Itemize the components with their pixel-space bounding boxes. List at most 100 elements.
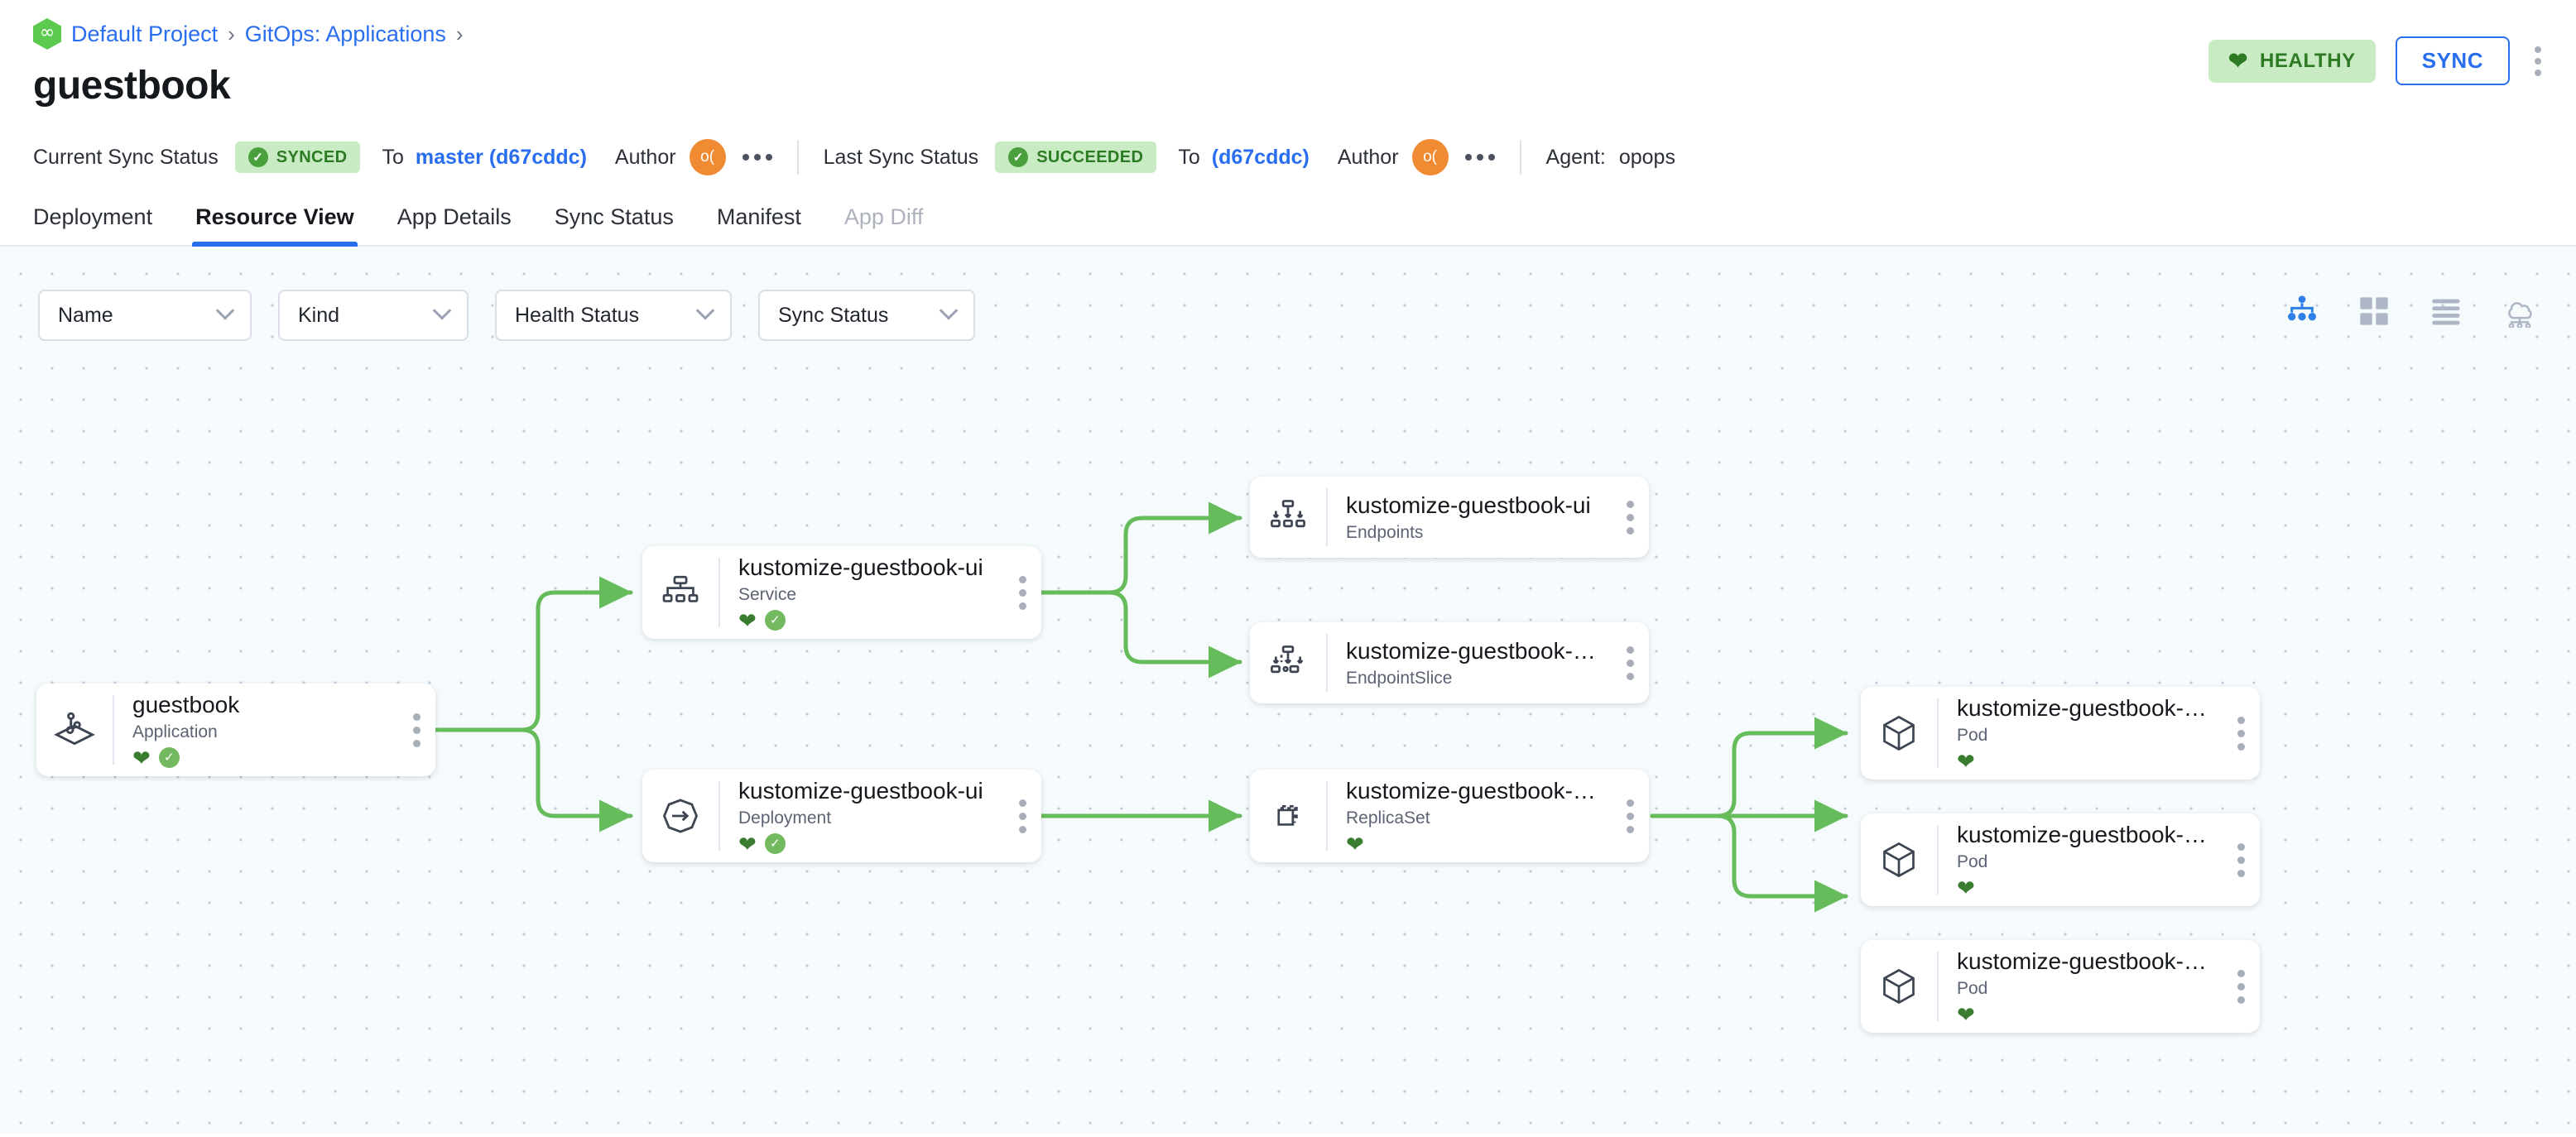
filter-sync-status-select[interactable]: Sync Status xyxy=(758,290,975,341)
check-circle-icon: ✓ xyxy=(248,147,268,167)
breadcrumb-item-default-project[interactable]: Default Project xyxy=(71,21,219,46)
tab-resource-view[interactable]: Resource View xyxy=(174,204,376,247)
page-header: ∞ Default Project › GitOps: Applications… xyxy=(0,0,2576,129)
resource-graph-canvas[interactable]: Name Kind Health Status Sync Status xyxy=(0,247,2576,1134)
check-circle-icon: ✓ xyxy=(158,747,180,769)
graph-node-application[interactable]: guestbook Application ❤ ✓ xyxy=(36,684,435,776)
health-badge-label: HEALTHY xyxy=(2259,49,2356,72)
node-kind: Pod xyxy=(1957,978,1988,998)
pod-icon xyxy=(1861,712,1937,754)
node-divider xyxy=(718,558,720,627)
node-kebab-icon[interactable] xyxy=(1003,575,1041,610)
tree-view-icon[interactable] xyxy=(2285,295,2319,328)
chevron-down-icon xyxy=(695,301,715,320)
replicaset-icon xyxy=(1250,795,1326,837)
last-author-label: Author xyxy=(1337,145,1399,169)
node-divider xyxy=(1326,634,1328,692)
view-mode-toolbar xyxy=(2285,295,2538,328)
graph-node-pod-3[interactable]: kustomize-guestbook-ui-... Pod ❤ xyxy=(1861,940,2260,1033)
agent-label: Agent: xyxy=(1545,145,1606,169)
tab-app-diff: App Diff xyxy=(843,204,924,229)
status-divider-2 xyxy=(1519,140,1521,175)
node-title: kustomize-guestbook-ui xyxy=(738,778,983,804)
graph-node-replicaset[interactable]: kustomize-guestbook-ui-... ReplicaSet ❤ xyxy=(1250,770,1649,862)
node-divider xyxy=(113,695,114,765)
node-kind: Pod xyxy=(1957,725,1988,745)
last-to-label: To xyxy=(1178,145,1200,169)
graph-node-pod-1[interactable]: kustomize-guestbook-ui-... Pod ❤ xyxy=(1861,687,2260,780)
heart-icon: ❤ xyxy=(1957,1001,1975,1025)
breadcrumb-item-gitops-applications[interactable]: GitOps: Applications xyxy=(244,21,446,46)
node-kind: Endpoints xyxy=(1346,522,1424,542)
kebab-vertical-icon[interactable] xyxy=(2530,41,2546,81)
graph-node-pod-2[interactable]: kustomize-guestbook-ui-... Pod ❤ xyxy=(1861,813,2260,906)
header-actions: ❤ HEALTHY SYNC xyxy=(2208,36,2546,85)
page-title: guestbook xyxy=(33,64,231,108)
breadcrumb-separator-2: › xyxy=(455,21,464,46)
status-divider-1 xyxy=(796,140,799,175)
current-sync-status-pill[interactable]: ✓ SYNCED xyxy=(234,142,361,173)
application-icon xyxy=(36,708,113,752)
node-kebab-icon[interactable] xyxy=(2222,842,2260,877)
current-to-label: To xyxy=(382,145,404,169)
node-badges: ❤ ✓ xyxy=(738,833,995,855)
node-title: guestbook xyxy=(132,692,240,718)
node-divider xyxy=(1937,825,1939,895)
last-author-avatar[interactable]: o( xyxy=(1411,139,1449,175)
heart-icon: ❤ xyxy=(738,831,757,855)
last-sync-status-pill[interactable]: ✓ SUCCEEDED xyxy=(995,142,1157,173)
tab-sync-status[interactable]: Sync Status xyxy=(554,204,674,229)
graph-edges xyxy=(432,501,1848,913)
status-badge-healthy[interactable]: ❤ HEALTHY xyxy=(2208,39,2376,83)
node-kind: Service xyxy=(738,584,797,604)
node-badges: ❤ xyxy=(1957,1004,2213,1025)
graph-node-deployment[interactable]: kustomize-guestbook-ui Deployment ❤ ✓ xyxy=(642,770,1041,862)
breadcrumb-separator-1: › xyxy=(228,21,235,46)
filter-health-status-label: Health Status xyxy=(515,303,640,327)
last-author-kebab-icon[interactable] xyxy=(1464,154,1495,161)
network-view-icon[interactable] xyxy=(2502,295,2538,328)
filter-kind-label: Kind xyxy=(298,303,340,327)
node-title: kustomize-guestbook-ui xyxy=(738,554,983,581)
node-body: kustomize-guestbook-ui-... Pod ❤ xyxy=(1939,694,2222,771)
pod-icon xyxy=(1861,839,1937,880)
tab-deployment[interactable]: Deployment xyxy=(33,204,153,229)
node-body: kustomize-guestbook-ui-... ReplicaSet ❤ xyxy=(1328,777,1611,854)
sync-button[interactable]: SYNC xyxy=(2395,36,2510,85)
endpoints-icon xyxy=(1250,497,1326,538)
filter-kind-select[interactable]: Kind xyxy=(278,290,469,341)
tab-app-details[interactable]: App Details xyxy=(396,204,512,229)
heart-icon: ❤ xyxy=(1957,875,1975,899)
graph-node-endpointslice[interactable]: kustomize-guestbook-ui-... EndpointSlice xyxy=(1250,622,1649,703)
filter-name-select[interactable]: Name xyxy=(38,290,252,341)
current-author-avatar[interactable]: o( xyxy=(689,139,726,175)
current-revision-link[interactable]: master (d67cddc) xyxy=(415,145,587,169)
node-kebab-icon[interactable] xyxy=(2222,969,2260,1004)
node-kebab-icon[interactable] xyxy=(1003,799,1041,833)
last-revision-link[interactable]: (d67cddc) xyxy=(1211,145,1310,169)
node-kind: EndpointSlice xyxy=(1346,668,1453,688)
node-body: kustomize-guestbook-ui Deployment ❤ ✓ xyxy=(720,777,1003,854)
node-kebab-icon[interactable] xyxy=(2222,716,2260,751)
tab-manifest[interactable]: Manifest xyxy=(716,204,801,229)
list-view-icon[interactable] xyxy=(2429,295,2463,328)
current-author-kebab-icon[interactable] xyxy=(742,154,772,161)
node-kebab-icon[interactable] xyxy=(397,712,435,747)
last-sync-status-value: SUCCEEDED xyxy=(1036,147,1144,166)
last-sync-status-label: Last Sync Status xyxy=(823,145,979,169)
current-sync-status-label: Current Sync Status xyxy=(33,145,219,169)
node-kebab-icon[interactable] xyxy=(1611,799,1649,833)
node-kebab-icon[interactable] xyxy=(1611,645,1649,680)
breadcrumb: ∞ Default Project › GitOps: Applications… xyxy=(33,0,2543,50)
node-kebab-icon[interactable] xyxy=(1611,500,1649,535)
filter-health-status-select[interactable]: Health Status xyxy=(495,290,732,341)
sync-status-strip: Current Sync Status ✓ SYNCED To master (… xyxy=(0,129,2576,185)
node-title: kustomize-guestbook-ui xyxy=(1346,492,1591,519)
filter-name-label: Name xyxy=(58,303,113,327)
grid-view-icon[interactable] xyxy=(2357,295,2391,328)
service-icon xyxy=(642,572,718,613)
project-hexagon-icon: ∞ xyxy=(33,18,61,50)
heart-icon: ❤ xyxy=(132,745,151,769)
graph-node-service[interactable]: kustomize-guestbook-ui Service ❤ ✓ xyxy=(642,546,1041,639)
graph-node-endpoints[interactable]: kustomize-guestbook-ui Endpoints xyxy=(1250,477,1649,558)
